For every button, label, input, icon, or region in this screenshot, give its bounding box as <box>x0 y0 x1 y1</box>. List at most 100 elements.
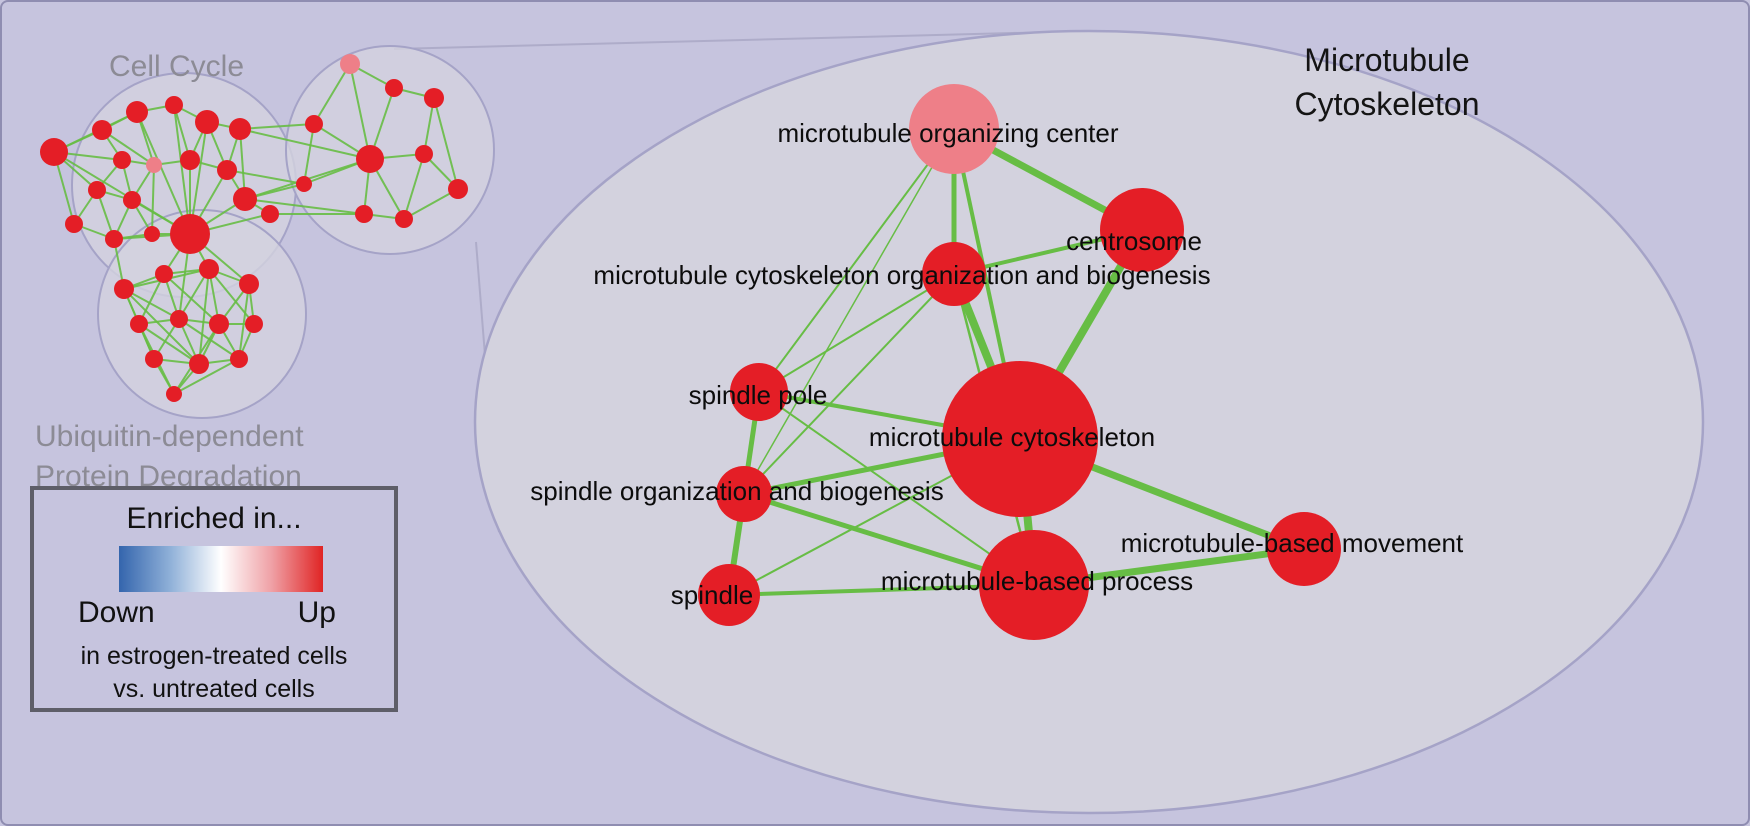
detail-node-movement <box>1267 512 1341 586</box>
detail-node-org <box>922 242 986 306</box>
overview-node <box>180 150 200 170</box>
legend-title: Enriched in... <box>126 502 302 535</box>
overview-node <box>424 88 444 108</box>
overview-node <box>239 274 259 294</box>
overview-node <box>355 205 373 223</box>
detail-node-sporg <box>716 466 772 522</box>
legend-up-label: Up <box>297 596 336 629</box>
detail-edge-pole-process <box>758 391 1035 586</box>
overview-edge <box>313 63 351 125</box>
overview-node <box>230 350 248 368</box>
detail-node-label-movement: microtubule-based movement <box>1121 528 1464 558</box>
detail-node-moc <box>909 84 999 174</box>
detail-node-cyto <box>942 361 1098 517</box>
overview-node <box>385 79 403 97</box>
overview-node <box>166 386 182 402</box>
overview-edge <box>123 288 200 365</box>
overview-node <box>105 230 123 248</box>
overview-node <box>146 157 162 173</box>
figure-title-line2: Cytoskeleton <box>1294 86 1480 122</box>
overview-node <box>217 160 237 180</box>
overview-node <box>356 145 384 173</box>
overview-node <box>305 115 323 133</box>
detail-node-label-spindle: spindle <box>671 580 753 610</box>
overview-node <box>126 101 148 123</box>
overview-edge <box>433 97 459 190</box>
cluster-label-ubiquitin: Ubiquitin-dependent Protein Degradation <box>35 417 304 497</box>
overview-node <box>245 315 263 333</box>
overview-edge <box>101 129 155 166</box>
legend-caption: in estrogen-treated cells vs. untreated … <box>34 640 394 706</box>
overview-node <box>233 187 257 211</box>
overview-node <box>296 176 312 192</box>
detail-node-label-cyto: microtubule cytoskeleton <box>869 422 1155 452</box>
detail-node-label-centrosome: centrosome <box>1066 226 1202 256</box>
overview-node <box>113 151 131 169</box>
overview-node <box>195 110 219 134</box>
detail-node-process <box>979 530 1089 640</box>
overview-edge <box>138 323 200 365</box>
overview-edge <box>303 123 315 185</box>
overview-node <box>165 96 183 114</box>
legend-caption-line1: in estrogen-treated cells <box>80 642 348 670</box>
overview-node <box>261 205 279 223</box>
legend-box: Enriched in... Down Up in estrogen-treat… <box>30 486 398 712</box>
overview-edge <box>403 188 459 220</box>
overview-edge <box>208 268 255 325</box>
overview-node <box>448 179 468 199</box>
overview-edge <box>138 273 165 325</box>
detail-edge-org-pole <box>758 273 955 393</box>
overview-node <box>415 145 433 163</box>
overview-node <box>88 181 106 199</box>
overview-node <box>114 279 134 299</box>
overview-node <box>65 215 83 233</box>
overview-edge <box>349 63 371 160</box>
overview-node <box>155 265 173 283</box>
overview-node <box>130 315 148 333</box>
figure-title-line1: Microtubule <box>1304 42 1470 78</box>
overview-node <box>145 350 163 368</box>
overview-node <box>144 226 160 242</box>
overview-edge <box>151 164 155 235</box>
overview-edge <box>239 123 315 130</box>
detail-node-label-pole: spindle pole <box>689 380 828 410</box>
cluster-label-cell-cycle: Cell Cycle <box>109 50 245 83</box>
overview-node <box>170 310 188 328</box>
detail-edge-moc-pole <box>758 128 955 393</box>
overview-edge <box>123 288 180 320</box>
detail-edge-org-sporg <box>743 273 955 495</box>
figure-title: Microtubule Cytoskeleton <box>1247 38 1527 126</box>
overview-node <box>92 120 112 140</box>
cluster-label-ubiquitin-line1: Ubiquitin-dependent <box>35 420 304 453</box>
cluster-circle-microtubule-cytoskeleton <box>285 45 495 255</box>
detail-node-centrosome <box>1100 188 1184 272</box>
overview-node <box>123 191 141 209</box>
overview-edge <box>173 104 191 235</box>
overview-edge <box>403 153 425 220</box>
overview-edge <box>244 198 365 215</box>
overview-edge <box>238 283 250 360</box>
legend-caption-line2: vs. untreated cells <box>113 675 315 703</box>
overview-node <box>40 138 68 166</box>
overview-node <box>395 210 413 228</box>
overview-node <box>229 118 251 140</box>
overview-node <box>209 314 229 334</box>
overview-node <box>199 259 219 279</box>
overview-edge <box>173 358 240 395</box>
overview-edge <box>226 169 305 185</box>
legend-color-gradient <box>119 546 323 592</box>
detail-node-spindle <box>698 564 760 626</box>
zoom-cone-line <box>393 30 1093 50</box>
overview-edge <box>239 128 371 160</box>
overview-edge <box>198 268 210 365</box>
detail-node-label-org: microtubule cytoskeleton organization an… <box>593 260 1210 290</box>
legend-endpoint-labels: Down Up <box>34 596 394 630</box>
overview-node <box>340 54 360 74</box>
detail-node-label-sporg: spindle organization and biogenesis <box>530 476 943 506</box>
legend-down-label: Down <box>78 596 155 629</box>
overview-node <box>189 354 209 374</box>
detail-node-pole <box>730 363 788 421</box>
overview-node <box>170 214 210 254</box>
